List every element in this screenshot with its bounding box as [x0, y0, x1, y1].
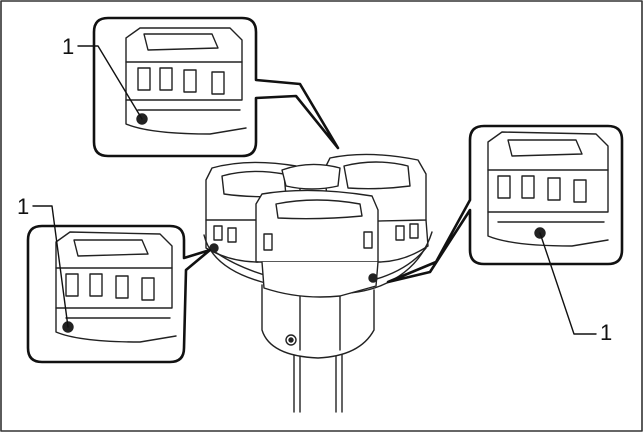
leader-upper-left — [77, 45, 143, 120]
front-bracket — [261, 261, 379, 298]
head-flanges — [205, 219, 429, 263]
leader-lines — [32, 45, 597, 335]
support-post — [293, 349, 343, 413]
left-set-screw — [209, 243, 219, 253]
callout-label-right: 1 — [600, 320, 613, 345]
callout-label-left: 1 — [17, 194, 30, 219]
central-assembly — [203, 153, 433, 413]
leader-right — [539, 232, 597, 335]
detail-right — [386, 124, 624, 284]
detail-left — [26, 224, 212, 364]
right-set-screw — [368, 273, 378, 283]
callout-label-upper-left: 1 — [62, 34, 75, 59]
head-top — [205, 153, 427, 263]
leader-left — [32, 205, 69, 328]
detail-upper-left — [92, 16, 340, 158]
